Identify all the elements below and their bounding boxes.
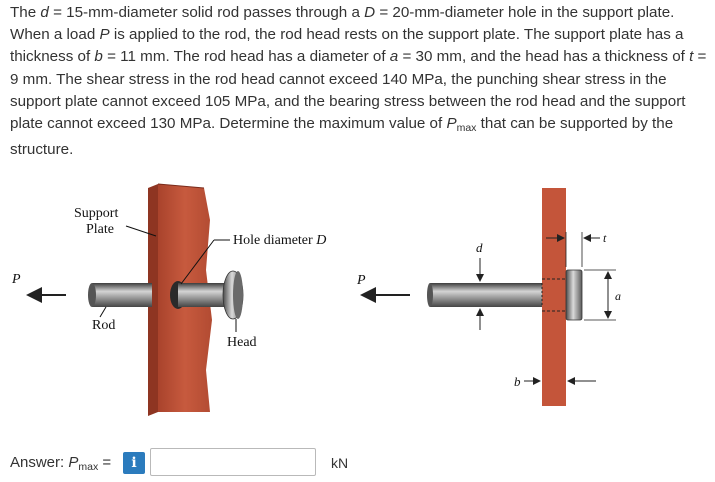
answer-var: P	[68, 454, 79, 471]
problem-text: = 9 mm. The shear stress in the rod head…	[10, 48, 707, 133]
problem-text: = 15-mm-diameter solid rod passes throug…	[48, 4, 365, 21]
hole-diameter-label: Hole diameter D	[233, 233, 326, 248]
answer-input[interactable]	[150, 448, 316, 476]
support-plate-label-line2: Plate	[86, 222, 114, 237]
support-plate-label-line1: Support	[74, 206, 118, 221]
var-b: b	[94, 48, 103, 66]
support-plate-section	[542, 188, 566, 406]
var-d: d	[40, 4, 49, 21]
left-view: P Support Plate Hole diameter D Rod Head	[11, 183, 326, 416]
load-label-right: P	[356, 273, 366, 288]
var-a: a	[389, 48, 399, 66]
rod	[92, 283, 152, 307]
answer-var-subscript: max	[78, 461, 99, 473]
unit-label: kN	[331, 455, 349, 471]
answer-row: Answer: Pmax = i kN	[10, 446, 430, 480]
answer-prefix: Answer:	[10, 454, 69, 471]
support-plate	[148, 184, 158, 416]
dim-d-label: d	[476, 240, 483, 255]
dim-b-label: b	[514, 374, 521, 389]
var-P: P	[99, 26, 110, 44]
var-pmax: P	[446, 115, 457, 133]
right-view: P d t a b	[356, 188, 621, 406]
problem-text: is applied to the rod, the rod head rest…	[10, 26, 684, 66]
problem-text: = 30 mm, and the head has a thickness of	[398, 48, 690, 66]
var-D: D	[364, 4, 376, 21]
rod-label: Rod	[92, 318, 115, 333]
problem-text: The	[10, 4, 41, 21]
dim-t-label: t	[603, 231, 607, 245]
rod-head-section	[565, 269, 583, 321]
problem-text: that can be supported by the structure.	[10, 115, 674, 159]
var-t: t	[689, 48, 694, 66]
rod-support-figure: P Support Plate Hole diameter D Rod Head…	[11, 183, 621, 416]
dim-a-label: a	[615, 289, 621, 303]
var-pmax-subscript: max	[456, 122, 477, 135]
load-label-left: P	[11, 272, 21, 287]
problem-statement: The d = 15-mm-diameter solid rod passes …	[10, 2, 710, 161]
problem-text: = 20-mm-diameter hole in the support pla…	[10, 4, 675, 44]
hole-label-text: Hole diameter	[233, 233, 313, 248]
head-label: Head	[227, 335, 257, 350]
answer-label: Answer: Pmax =	[10, 454, 111, 473]
problem-text: = 11 mm. The rod head has a diameter of	[102, 48, 390, 66]
answer-equals: =	[98, 454, 112, 471]
info-icon[interactable]: i	[123, 452, 145, 474]
hole-label-var: D	[315, 233, 326, 248]
